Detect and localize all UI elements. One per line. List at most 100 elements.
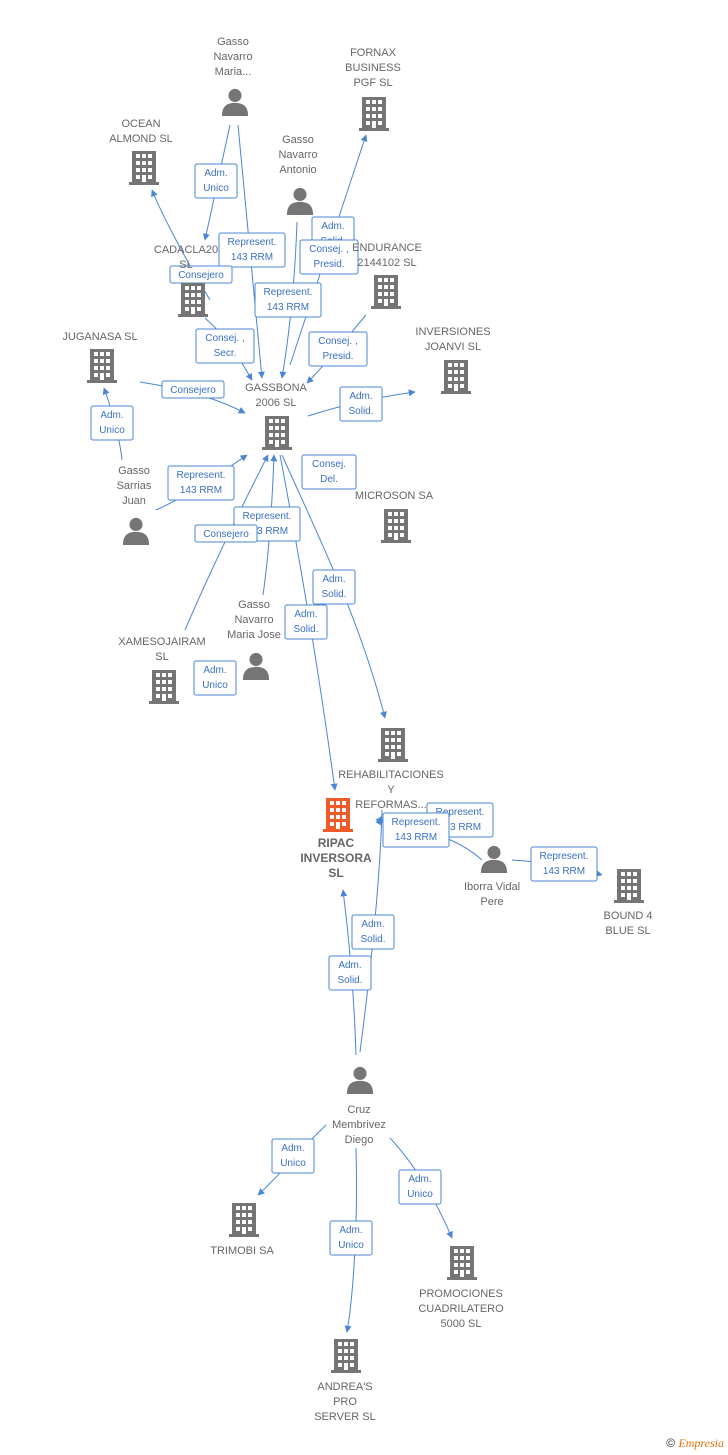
person-icon <box>242 652 270 680</box>
edge-label-box <box>194 524 258 543</box>
edge-label: Consej. ,Presid. <box>308 331 368 367</box>
edge-label: Consej. ,Presid. <box>299 239 359 275</box>
node-rehabilitaciones[interactable]: REHABILITACIONESYREFORMAS... <box>338 728 444 811</box>
edge-label-text: Adm. <box>408 1174 431 1185</box>
building-icon <box>178 283 208 317</box>
node-label: Maria... <box>215 66 252 78</box>
node-label: REHABILITACIONES <box>338 769 444 781</box>
person-icon <box>480 845 508 873</box>
edge-label-text: 143 RRM <box>231 252 273 263</box>
building-icon <box>229 1203 259 1237</box>
node-label: Membrivez <box>332 1119 386 1131</box>
node-label: Juan <box>122 495 146 507</box>
building-icon <box>614 869 644 903</box>
edge-label-text: Represent. <box>540 851 589 862</box>
edge-label-text: Adm. <box>203 665 226 676</box>
node-label: JUGANASA SL <box>62 331 137 343</box>
node-juganasa[interactable]: JUGANASA SL <box>62 331 138 383</box>
edge-label: Adm.Unico <box>271 1138 315 1174</box>
node-label: MICROSON SA <box>355 490 434 502</box>
edge-label-text: Presid. <box>313 259 344 270</box>
node-label: INVERSIONES <box>415 326 490 338</box>
node-label: Gasso <box>118 465 150 477</box>
edge-label-text: Unico <box>99 425 125 436</box>
edge-labels: Adm.Unico Represent.143 RRM Adm.Solid. C… <box>90 163 598 1256</box>
node-label: REFORMAS... <box>355 799 427 811</box>
edge-label-box <box>328 955 372 991</box>
copyright-icon: © <box>666 1436 676 1450</box>
edge-label-text: Solid. <box>321 589 346 600</box>
node-label: Pere <box>480 896 503 908</box>
edge-label-text: Adm. <box>100 410 123 421</box>
edge-label-box <box>398 1169 442 1205</box>
edge-label: Adm.Solid. <box>284 604 328 640</box>
edge-label-box <box>271 1138 315 1174</box>
node-label: RIPAC <box>318 836 355 850</box>
edge-label-text: Adm. <box>322 574 345 585</box>
edge-label-text: 143 RRM <box>246 526 288 537</box>
node-label: TRIMOBI SA <box>210 1245 274 1257</box>
building-icon <box>359 97 389 131</box>
edge-label: Consejero <box>194 524 258 543</box>
edge-label-text: Adm. <box>281 1143 304 1154</box>
edge-label-box <box>90 405 134 441</box>
edge-label-text: Adm. <box>361 919 384 930</box>
node-gasso-navarro-maria[interactable]: GassoNavarroMaria... <box>213 36 253 116</box>
person-icon <box>346 1066 374 1094</box>
node-microson[interactable]: MICROSON SA <box>355 490 434 543</box>
node-label: Antonio <box>279 164 316 176</box>
edge-label-text: Represent. <box>264 287 313 298</box>
node-label: Navarro <box>278 149 317 161</box>
edge-label-text: Represent. <box>177 470 226 481</box>
node-label: Navarro <box>234 614 273 626</box>
node-label: PGF SL <box>353 77 392 89</box>
edge-label-box <box>329 1220 373 1256</box>
building-icon <box>441 360 471 394</box>
node-label: PROMOCIONES <box>419 1288 503 1300</box>
edge-label-box <box>382 812 450 848</box>
footer-credit: © Empresia <box>666 1436 724 1451</box>
node-label: Cruz <box>347 1104 370 1116</box>
edge-label-text: Adm. <box>349 391 372 402</box>
node-label: CUADRILATERO <box>418 1303 504 1315</box>
node-label: SL <box>155 651 168 663</box>
edge-label-text: Represent. <box>243 511 292 522</box>
edge-label: Adm.Unico <box>194 163 238 199</box>
edge-label-text: Represent. <box>228 237 277 248</box>
edge-label: Adm.Solid. <box>339 386 383 422</box>
building-icon <box>87 349 117 383</box>
edge-label-box <box>194 163 238 199</box>
edge-label-box <box>193 660 237 696</box>
node-trimobi[interactable]: TRIMOBI SA <box>210 1203 274 1257</box>
edge-label-text: Adm. <box>339 1225 362 1236</box>
edge-label-box <box>312 569 356 605</box>
building-icon <box>331 1339 361 1373</box>
node-label: FORNAX <box>350 47 397 59</box>
node-label: Gasso <box>282 134 314 146</box>
node-label: SERVER SL <box>314 1411 376 1423</box>
node-label: Maria Jose <box>227 629 281 641</box>
building-icon <box>129 151 159 185</box>
edge-label: Represent.143 RRM <box>167 465 235 501</box>
edge-label: Represent. 143 RRM <box>218 232 286 268</box>
node-label: BLUE SL <box>605 925 650 937</box>
edge-label-text: Represent. <box>436 807 485 818</box>
